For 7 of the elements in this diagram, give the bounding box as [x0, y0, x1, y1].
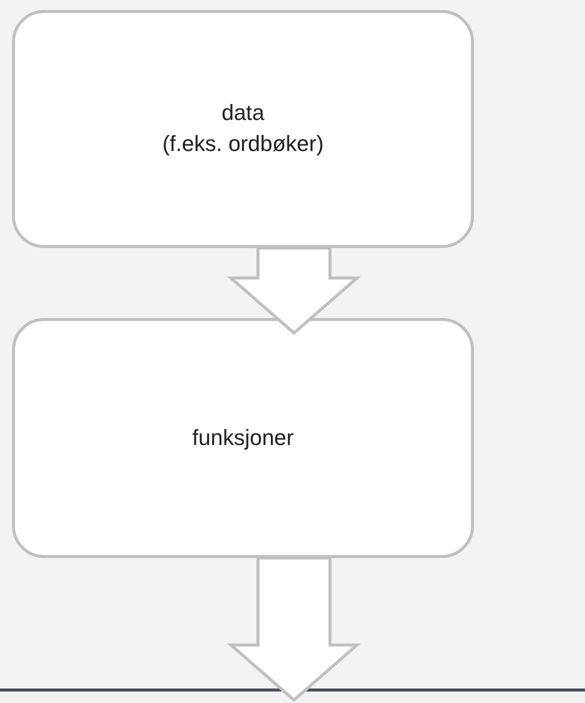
box-label: (f.eks. ordbøker)	[162, 130, 324, 158]
block-arrow	[227, 556, 361, 702]
block-arrow	[227, 246, 361, 335]
box-label: funksjoner	[192, 424, 294, 452]
box-label: data	[222, 99, 264, 128]
process-box	[12, 318, 474, 558]
process-box	[12, 10, 474, 248]
